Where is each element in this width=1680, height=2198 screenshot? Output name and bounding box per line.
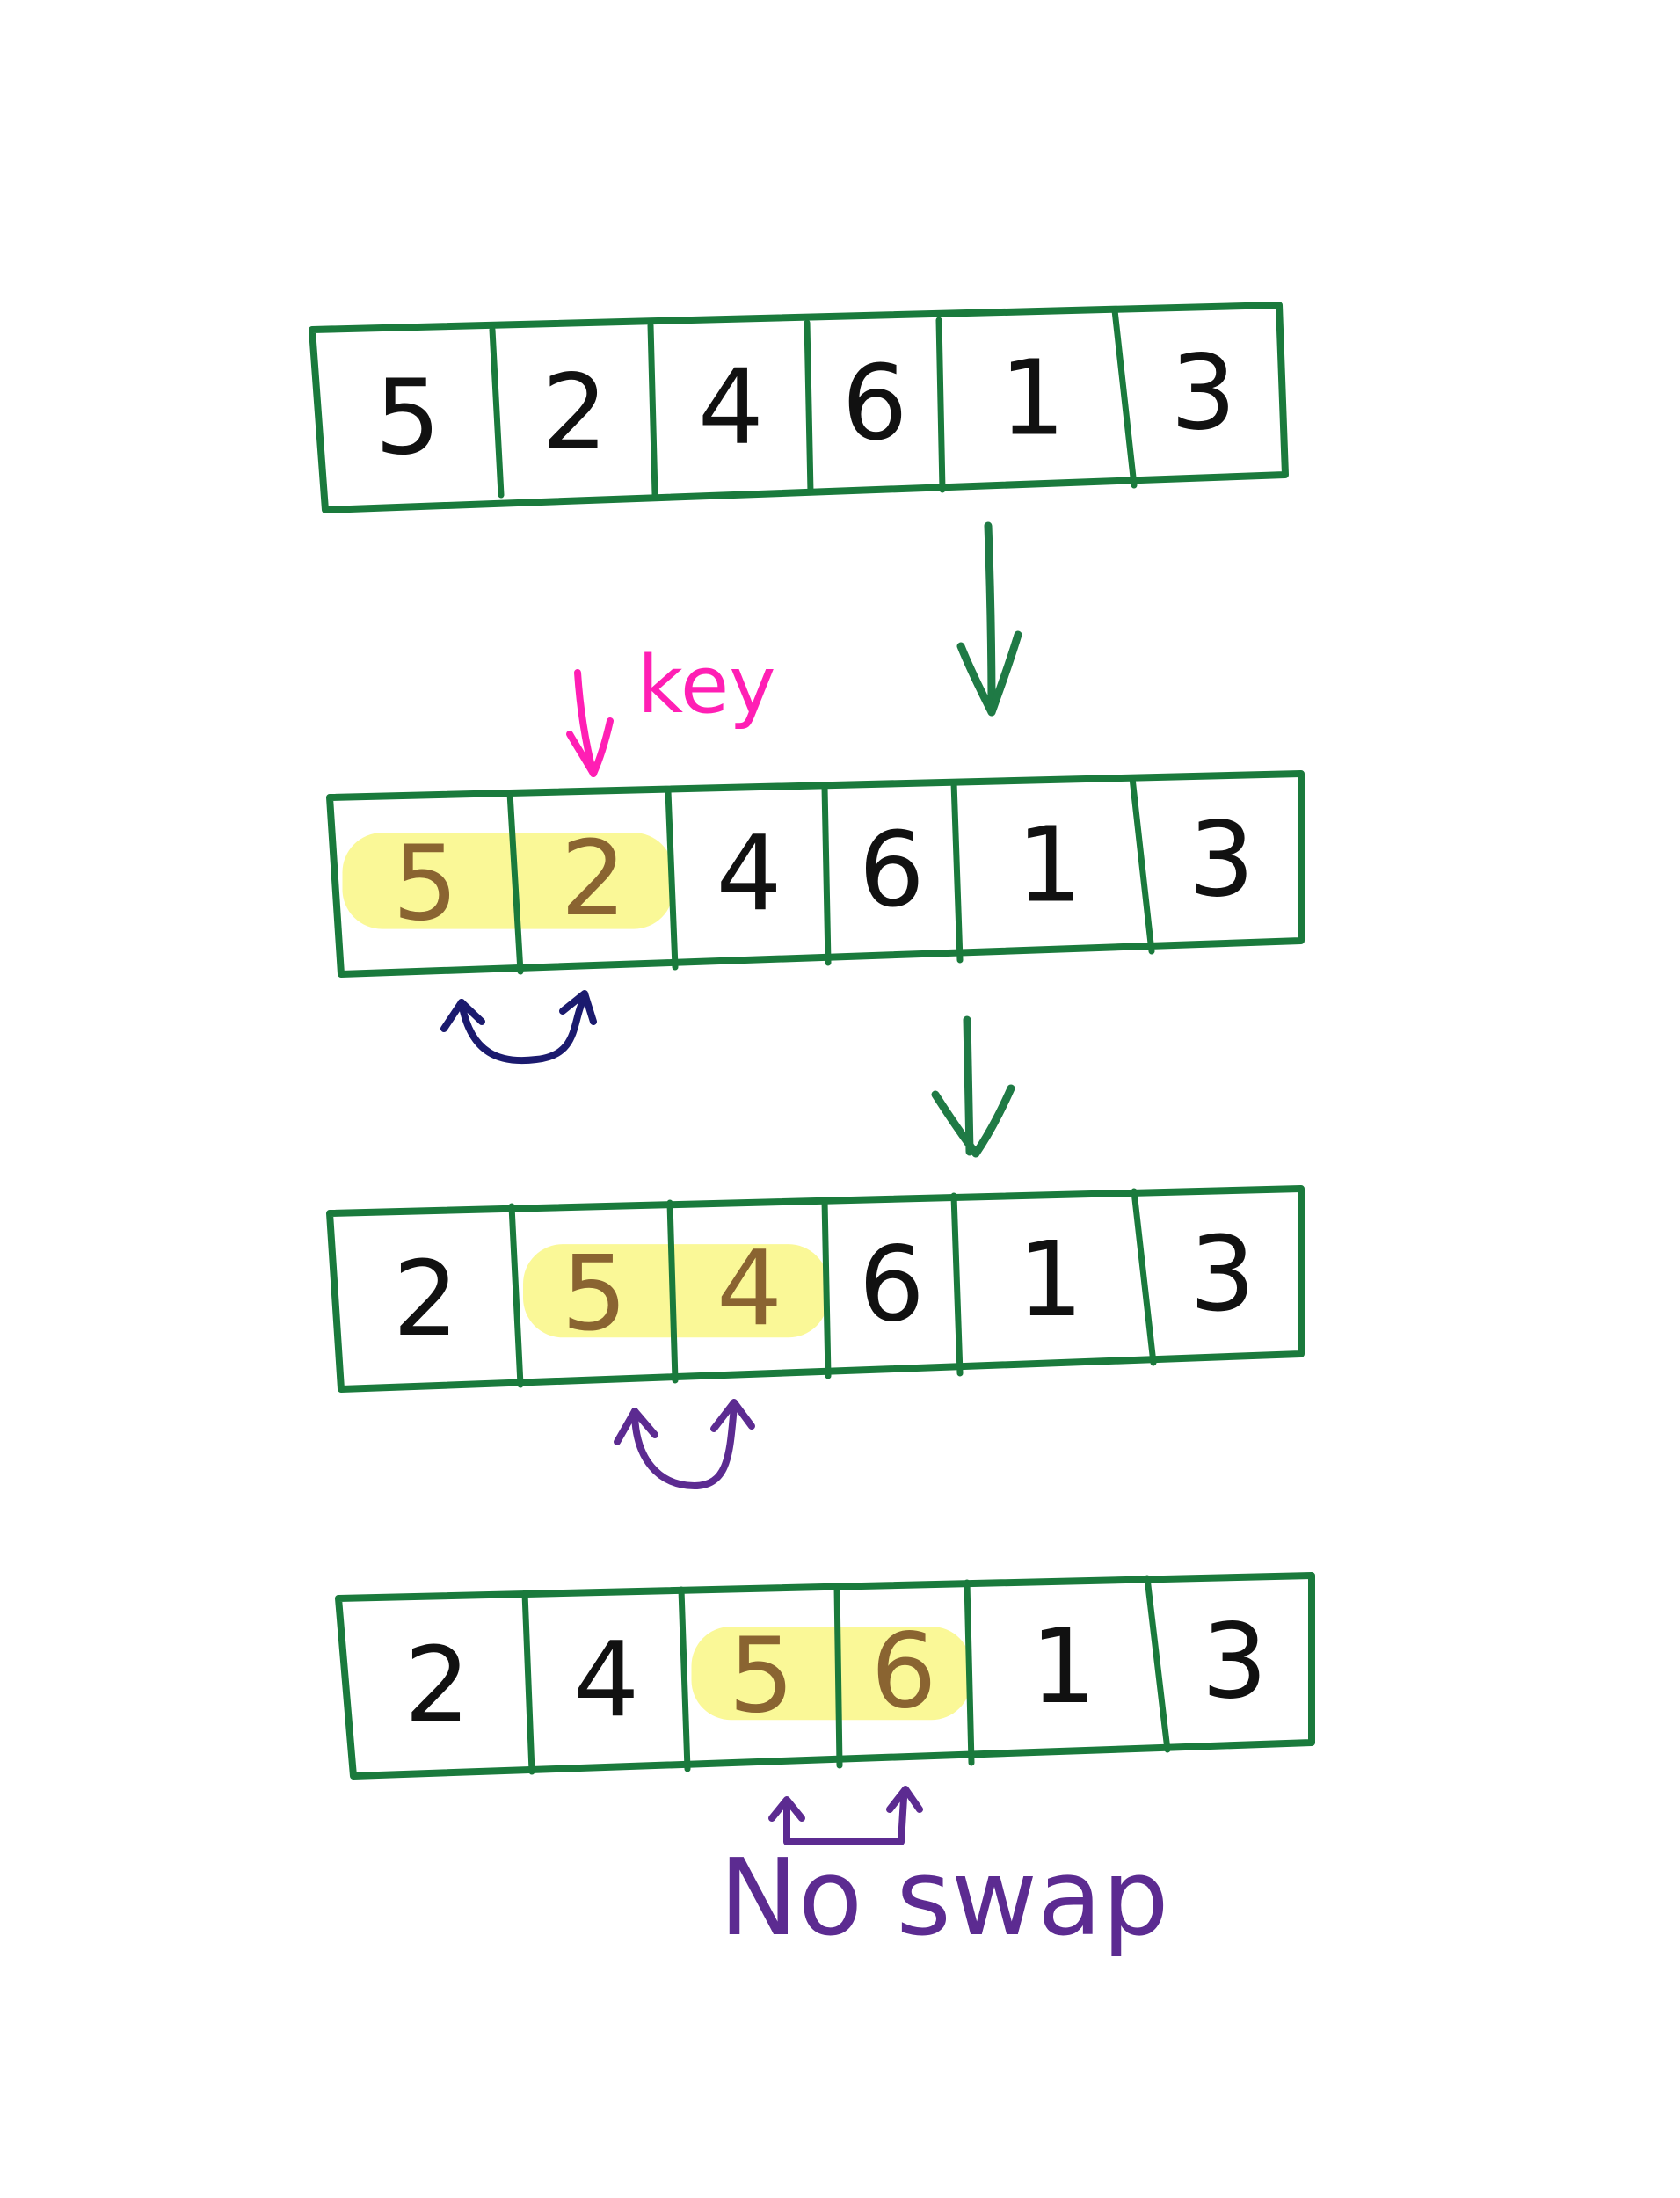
key-marker: key bbox=[566, 639, 776, 777]
step-arrow-1 bbox=[956, 521, 1022, 717]
cell-value: 4 bbox=[716, 813, 782, 935]
cell-value: 5 bbox=[375, 356, 440, 477]
cell-value: 6 bbox=[859, 809, 925, 930]
cell-divider bbox=[647, 322, 658, 498]
array-box bbox=[309, 302, 1289, 513]
cell-value: 1 bbox=[1016, 804, 1082, 925]
no-swap-label: No swap bbox=[719, 1838, 1169, 1960]
cell-value: 4 bbox=[698, 346, 764, 468]
cell-divider bbox=[833, 1583, 843, 1769]
highlight-band bbox=[342, 833, 673, 929]
cell-value: 3 bbox=[1189, 1213, 1255, 1335]
cell-value: 2 bbox=[560, 818, 626, 939]
no-swap-marker: No swap bbox=[719, 1786, 1169, 1960]
highlight-band bbox=[691, 1626, 971, 1721]
cell-divider bbox=[1129, 775, 1155, 955]
cell-divider bbox=[804, 319, 814, 496]
cell-value: 6 bbox=[859, 1223, 925, 1344]
cell-value: 2 bbox=[393, 1238, 459, 1359]
key-label: key bbox=[637, 639, 776, 731]
cell-value: 5 bbox=[392, 823, 458, 944]
cell-value: 3 bbox=[1202, 1601, 1268, 1722]
cell-value: 1 bbox=[1030, 1605, 1096, 1727]
array-box bbox=[326, 770, 1305, 978]
cell-divider bbox=[666, 1199, 679, 1384]
cell-divider bbox=[821, 1197, 832, 1379]
array-box bbox=[326, 1185, 1305, 1393]
cell-value: 1 bbox=[1017, 1219, 1083, 1340]
highlight-band bbox=[523, 1244, 828, 1338]
cell-divider bbox=[964, 1579, 975, 1766]
cell-divider bbox=[521, 1590, 535, 1775]
cell-value: 4 bbox=[573, 1619, 639, 1740]
cell-divider bbox=[665, 788, 679, 971]
cell-divider bbox=[508, 1203, 524, 1388]
cell-value: 5 bbox=[728, 1614, 794, 1736]
swap-arrow-step-1 bbox=[440, 990, 597, 1065]
cell-value: 5 bbox=[561, 1233, 627, 1354]
cell-value: 1 bbox=[1000, 337, 1065, 458]
cell-divider bbox=[935, 317, 946, 493]
cell-divider bbox=[950, 779, 964, 964]
cell-divider bbox=[950, 1192, 964, 1377]
cell-value: 2 bbox=[404, 1624, 470, 1745]
swap-arrow-step-2 bbox=[614, 1399, 755, 1490]
cell-divider bbox=[1144, 1575, 1171, 1753]
cell-divider bbox=[489, 326, 505, 499]
cell-value: 4 bbox=[716, 1227, 782, 1349]
step-arrow-2 bbox=[931, 1015, 1015, 1158]
cell-divider bbox=[678, 1586, 691, 1772]
cell-divider bbox=[1131, 1188, 1157, 1366]
array-box bbox=[335, 1572, 1315, 1780]
cell-divider bbox=[1111, 307, 1138, 489]
cell-value: 3 bbox=[1170, 331, 1236, 453]
cell-divider bbox=[821, 783, 832, 966]
cell-value: 2 bbox=[542, 352, 607, 473]
cell-value: 6 bbox=[870, 1611, 936, 1732]
cell-value: 3 bbox=[1189, 799, 1255, 921]
cell-value: 6 bbox=[841, 342, 907, 463]
cell-divider bbox=[506, 790, 524, 975]
